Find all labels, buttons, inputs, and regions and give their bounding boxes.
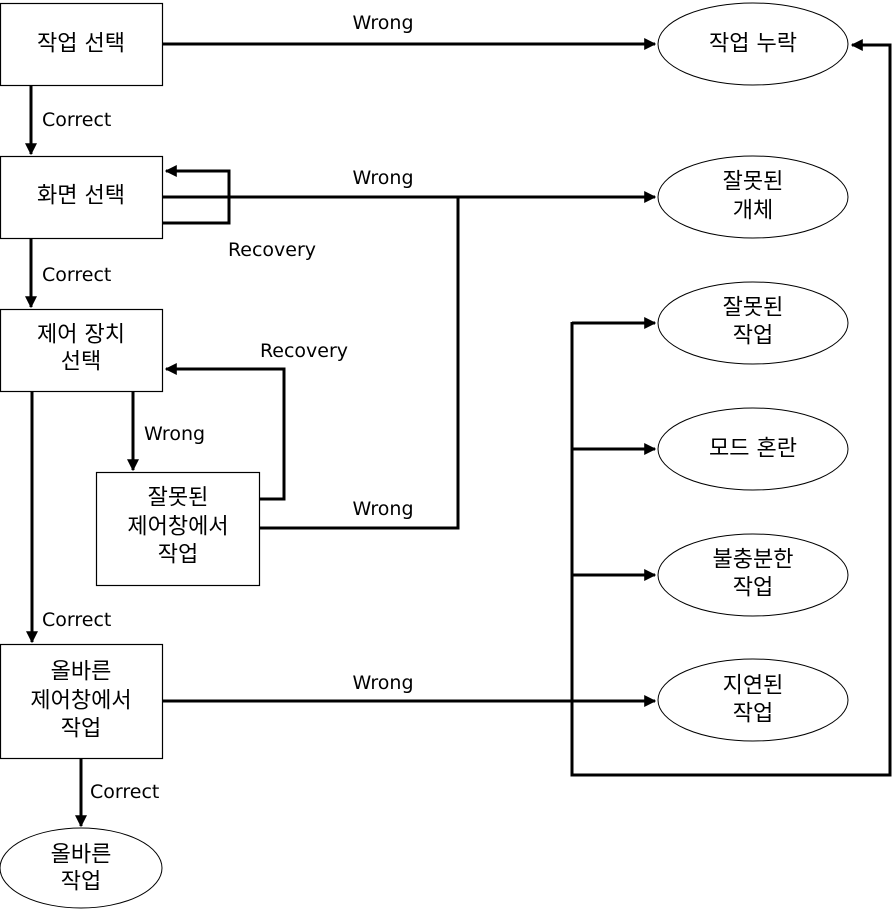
node-label-line: 불충분한 <box>713 548 794 573</box>
node-label: 화면 선택 <box>37 184 125 209</box>
process-box <box>0 155 164 240</box>
outcome-ellipse <box>657 2 849 86</box>
node-delayed-task: 지연된 작업 <box>657 658 849 742</box>
edge-label-wrong: Wrong <box>144 423 205 445</box>
process-box <box>95 471 261 587</box>
edge-label-wrong: Wrong <box>352 12 413 34</box>
edge-label-correct: Correct <box>42 109 111 131</box>
edge-label-correct: Correct <box>42 264 111 286</box>
node-label-line: 개체 <box>733 199 773 224</box>
node-label-line: 제어창에서 <box>30 689 131 714</box>
process-box <box>0 2 164 87</box>
node-label-line: 작업 <box>61 717 101 742</box>
node-label-line: 작업 <box>61 870 101 895</box>
node-label-line: 작업 <box>733 324 773 349</box>
node-label-line: 올바른 <box>51 660 112 685</box>
node-label-line: 선택 <box>61 350 101 375</box>
edge-wrong-window-op-to-wrong-object <box>260 197 460 530</box>
outcome-ellipse <box>657 155 849 239</box>
node-control-select: 제어 장치 선택 <box>0 308 164 393</box>
outcome-ellipse <box>657 658 849 742</box>
process-box <box>0 308 164 393</box>
edge-label-recovery: Recovery <box>260 340 348 362</box>
edge-label-recovery: Recovery <box>228 239 316 261</box>
node-label-line: 작업 <box>733 576 773 601</box>
node-label: 작업 누락 <box>709 32 797 57</box>
outcome-ellipse <box>657 533 849 617</box>
outcome-ellipse <box>0 827 163 909</box>
node-correct-task: 올바른 작업 <box>0 827 163 909</box>
outcome-ellipse <box>657 281 849 365</box>
edge-error-bus-vertical <box>570 39 892 777</box>
node-label-line: 잘못된 <box>723 296 784 321</box>
node-label-line: 작업 <box>733 702 773 727</box>
node-label-line: 작업 <box>158 543 198 568</box>
edge-labels: Wrong Correct Wrong Recovery Correct Rec… <box>42 12 414 803</box>
node-insufficient-task: 불충분한 작업 <box>657 533 849 617</box>
node-label: 작업 선택 <box>37 32 125 57</box>
node-mode-confusion: 모드 혼란 <box>657 407 849 491</box>
node-label-line: 지연된 <box>723 674 784 699</box>
edge-label-wrong: Wrong <box>352 498 413 520</box>
edge-label-correct: Correct <box>90 781 159 803</box>
edge-label-wrong: Wrong <box>352 672 413 694</box>
edge-screen-select-recovery-loop <box>162 165 231 225</box>
node-label-line: 제어 장치 <box>37 323 125 348</box>
node-label-line: 잘못된 <box>723 170 784 195</box>
node-task-select: 작업 선택 <box>0 2 164 87</box>
edge-label-wrong: Wrong <box>352 167 413 189</box>
edge-label-correct: Correct <box>42 609 111 631</box>
edge-wrong-window-op-recovery <box>164 363 286 501</box>
node-label-line: 올바른 <box>51 843 112 868</box>
node-label: 모드 혼란 <box>709 437 797 462</box>
process-box <box>0 643 164 760</box>
node-task-omission: 작업 누락 <box>657 2 849 86</box>
node-screen-select: 화면 선택 <box>0 155 164 240</box>
node-right-window-op: 올바른 제어창에서 작업 <box>0 643 164 760</box>
edges <box>25 38 892 828</box>
node-label-line: 잘못된 <box>148 486 209 511</box>
node-wrong-task: 잘못된 작업 <box>657 281 849 365</box>
node-label-line: 제어창에서 <box>127 515 228 540</box>
node-wrong-object: 잘못된 개체 <box>657 155 849 239</box>
outcome-ellipse <box>657 407 849 491</box>
node-wrong-window-op: 잘못된 제어창에서 작업 <box>95 471 261 587</box>
